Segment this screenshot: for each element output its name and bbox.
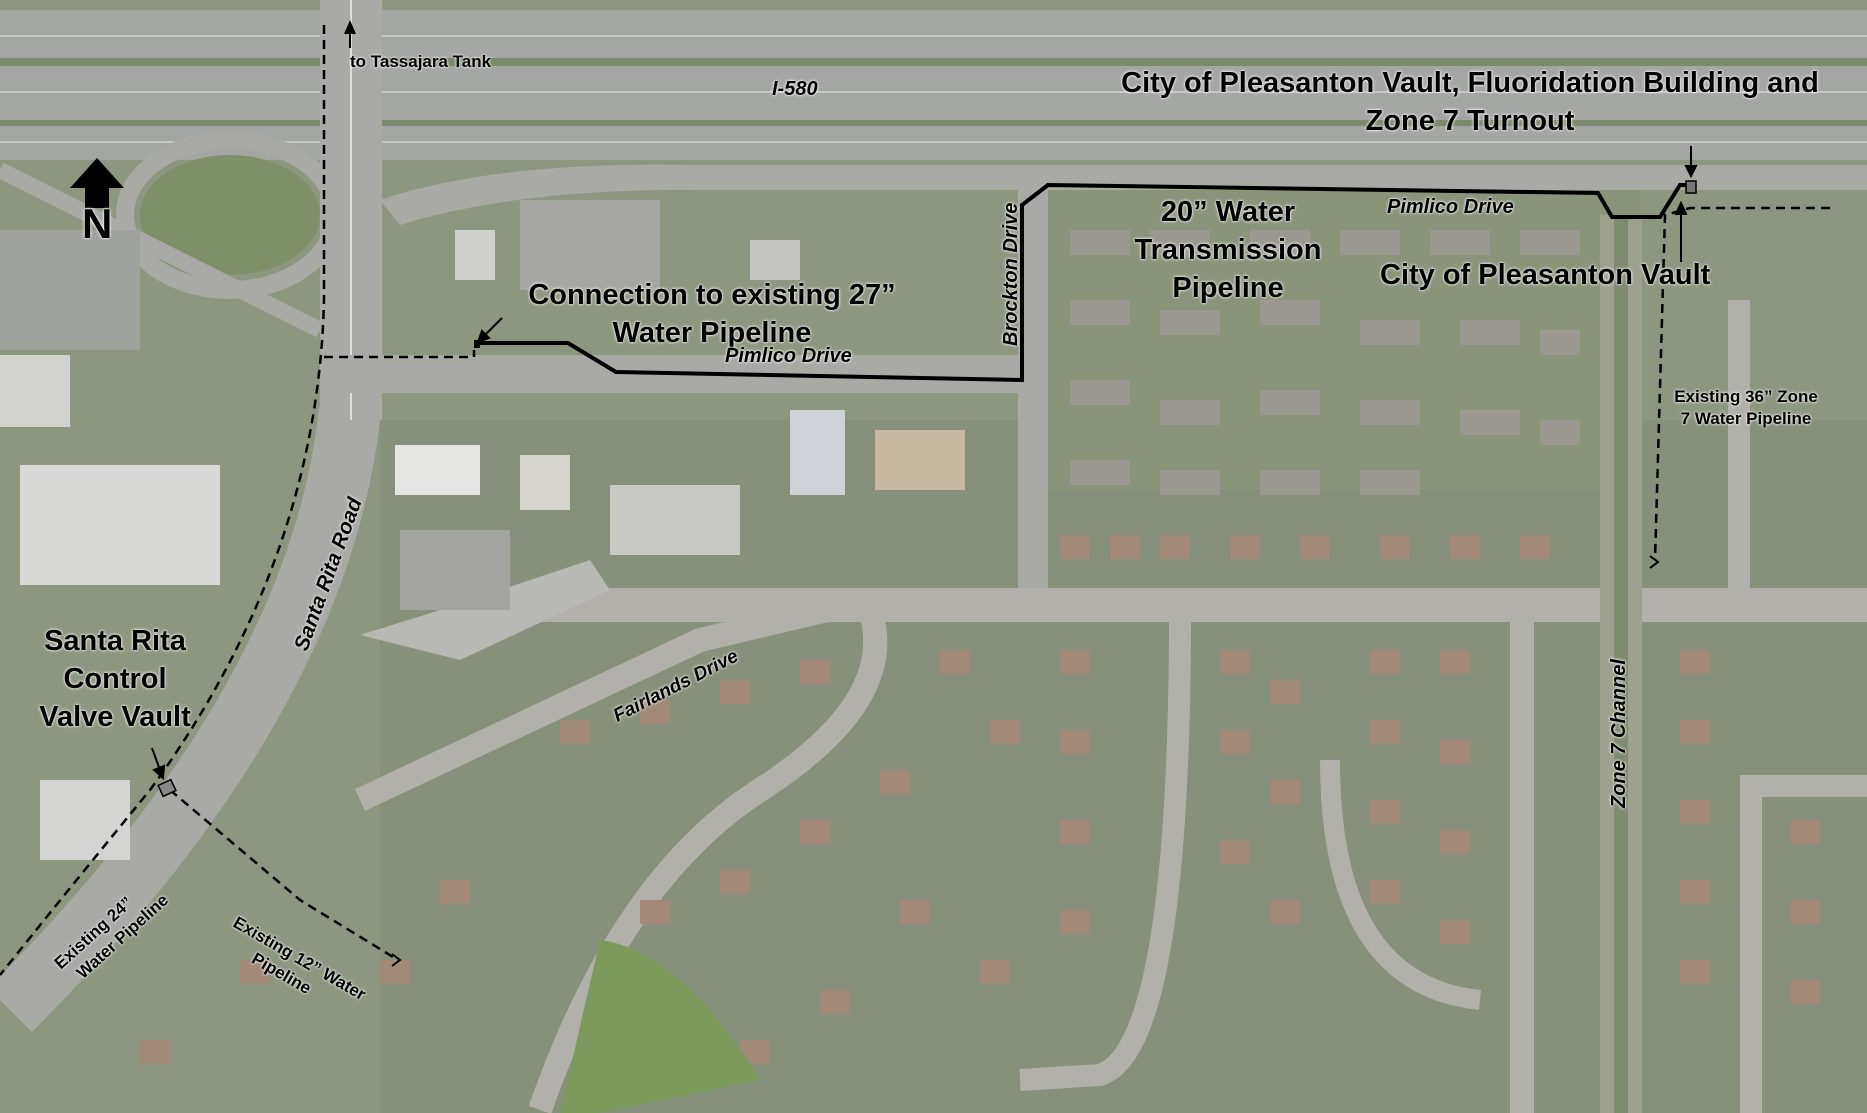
building xyxy=(395,445,480,495)
building xyxy=(40,780,130,860)
vault-building-title: City of Pleasanton Vault, Fluoridation B… xyxy=(1080,64,1860,140)
existing36-line1: Existing 36” Zone xyxy=(1674,387,1818,406)
green-field xyxy=(560,940,760,1113)
connection-label: Connection to existing 27” Water Pipelin… xyxy=(502,276,922,352)
pipe-end-mark xyxy=(391,953,402,967)
pipeline-line1: 20” Water xyxy=(1160,196,1296,228)
callout-arrows xyxy=(151,146,1698,781)
building xyxy=(0,355,70,427)
building xyxy=(520,455,570,510)
existing-12in-pipeline xyxy=(169,789,399,962)
ramp xyxy=(0,162,324,338)
control-valve-marker xyxy=(157,778,177,798)
house-roofs xyxy=(140,535,1820,1064)
new-20in-transmission-pipeline xyxy=(474,182,1690,383)
existing36-line2: 7 Water Pipeline xyxy=(1680,409,1812,428)
existing-pipeline-spur-pimlico xyxy=(324,350,476,359)
curving-street xyxy=(1019,609,1191,1091)
connection-marker xyxy=(474,340,480,348)
pipeline-line2: Transmission xyxy=(1134,234,1322,266)
building xyxy=(455,230,495,280)
north-south-street xyxy=(1740,780,1762,1113)
pipeline-line3: Pipeline xyxy=(1172,272,1284,304)
pimlico-drive-west-label: Pimlico Drive xyxy=(725,345,852,367)
zone7-channel-bed xyxy=(1614,215,1628,1113)
pipeline-title: 20” Water Transmission Pipeline xyxy=(1118,193,1338,307)
north-south-street xyxy=(1728,300,1750,595)
parking-lot xyxy=(520,200,660,290)
city-vault-label: City of Pleasanton Vault xyxy=(1380,259,1711,291)
control-valve-vault-label: Santa Rita Control Valve Vault xyxy=(20,622,210,736)
building xyxy=(790,410,845,495)
freeway-median xyxy=(0,120,1867,126)
control-valve-line1: Santa Rita xyxy=(44,625,186,657)
i580-label: I-580 xyxy=(772,78,818,100)
east-west-street xyxy=(460,588,1867,622)
connection-line1: Connection to existing 27” xyxy=(528,279,896,311)
pipe-end-mark xyxy=(1649,555,1660,569)
arrow-up-icon xyxy=(344,20,356,34)
north-south-street xyxy=(1510,610,1534,1113)
fairlands-road xyxy=(354,588,873,811)
building xyxy=(610,485,740,555)
east-west-street xyxy=(1740,775,1867,797)
cul-de-sac xyxy=(1320,759,1482,1010)
santa-rita-curve xyxy=(0,406,381,1032)
townhome-rows xyxy=(1070,230,1580,495)
freeway-median xyxy=(0,58,1867,66)
interchange-green xyxy=(140,155,320,275)
to-tassajara-label: to Tassajara Tank xyxy=(350,52,492,71)
building xyxy=(20,465,220,585)
north-label: N xyxy=(82,200,113,247)
north-arrow-icon xyxy=(70,158,124,208)
vault-title-line1: City of Pleasanton Vault, Fluoridation B… xyxy=(1121,67,1819,99)
building xyxy=(875,430,965,490)
vault-title-line2: Zone 7 Turnout xyxy=(1365,105,1575,137)
city-vault-marker xyxy=(1685,180,1697,194)
pimlico-road-surface xyxy=(380,164,1867,225)
control-valve-line3: Valve Vault xyxy=(39,701,191,733)
existing-pipeline-to-tassajara xyxy=(0,25,326,976)
pimlico-drive-east-label: Pimlico Drive xyxy=(1387,196,1514,218)
connection-line2: Water Pipeline xyxy=(612,317,812,349)
brockton-drive-label: Brockton Drive xyxy=(1000,202,1022,346)
parking-lot xyxy=(0,230,140,350)
zone7-channel-label: Zone 7 Channel xyxy=(1608,659,1630,808)
building xyxy=(750,240,800,280)
existing-36in-label: Existing 36” Zone 7 Water Pipeline xyxy=(1646,386,1846,430)
parking-lot xyxy=(400,530,510,610)
control-valve-line2: Control xyxy=(63,663,167,695)
